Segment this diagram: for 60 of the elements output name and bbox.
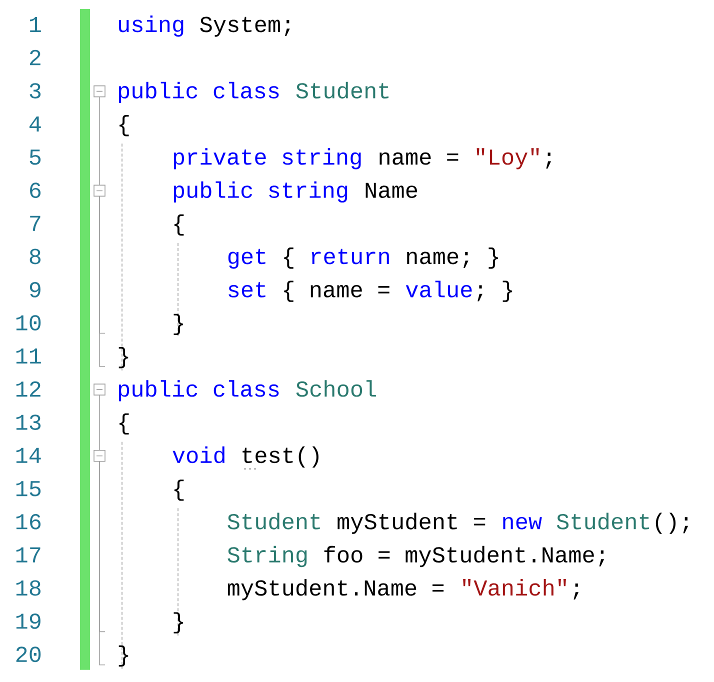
code-text: myStudent = [338,512,486,534]
line-number: 5 [30,150,41,165]
code-text: ; [574,583,579,600]
line-number: 8 [30,248,41,264]
code-text: School [296,380,376,397]
code-text: value [406,280,472,298]
code-text: { [174,214,184,236]
code-text: set [228,282,266,298]
code-text: name = [380,152,458,165]
code-text: "Vanich" [463,579,566,596]
code-text: public class [119,380,279,402]
line-number: 12 [16,381,40,397]
code-text: name; } [407,248,498,269]
line-number: 2 [30,50,40,66]
line-number: 4 [30,116,41,132]
code-text: foo = myStudent.Name; [324,546,604,568]
code-text: { [174,480,184,501]
code-text: } [174,612,184,634]
code-text: public string [174,181,348,202]
line-number: 9 [30,282,40,298]
code-text: "Loy" [476,148,539,170]
code-text: private string [174,148,361,170]
code-text: { name = [284,280,390,302]
code-text: { [120,413,129,434]
line-number: 16 [16,514,41,530]
line-number: 15 [16,481,41,496]
code-text: void [172,446,224,464]
code-text: } [118,645,128,667]
code-text: System; [200,16,290,37]
code-text: } [118,347,128,368]
line-number: 14 [16,448,41,463]
line-number: 18 [16,580,41,596]
code-text: myStudent.Name = [228,579,444,600]
code-text: public class [119,82,279,103]
code-text: ; [546,152,552,169]
line-number: 10 [16,315,41,330]
code-text: { [120,115,129,136]
code-text: using [119,16,184,37]
line-number: 11 [16,348,41,364]
line-number: 6 [30,182,41,198]
line-number: 3 [30,83,41,98]
code-text: new [503,516,542,530]
line-number: 17 [16,547,40,562]
code-text: (); [656,512,688,534]
line-number: 1 [30,17,41,32]
code-text: return [312,248,389,264]
code-text: Student [556,512,650,530]
line-number: 20 [16,646,41,662]
code-text: } [174,314,184,335]
code-text: get [228,248,266,269]
code-text: Student [296,82,388,99]
code-text: test() [242,446,318,468]
code-text: ; } [478,280,512,302]
line-number: 13 [16,414,41,430]
code-text: String [228,546,307,568]
line-number: 7 [30,216,40,231]
code-text: { [284,248,294,269]
code-text: Name [366,182,418,198]
code-text: Student [228,512,320,530]
line-number: 19 [16,613,40,629]
